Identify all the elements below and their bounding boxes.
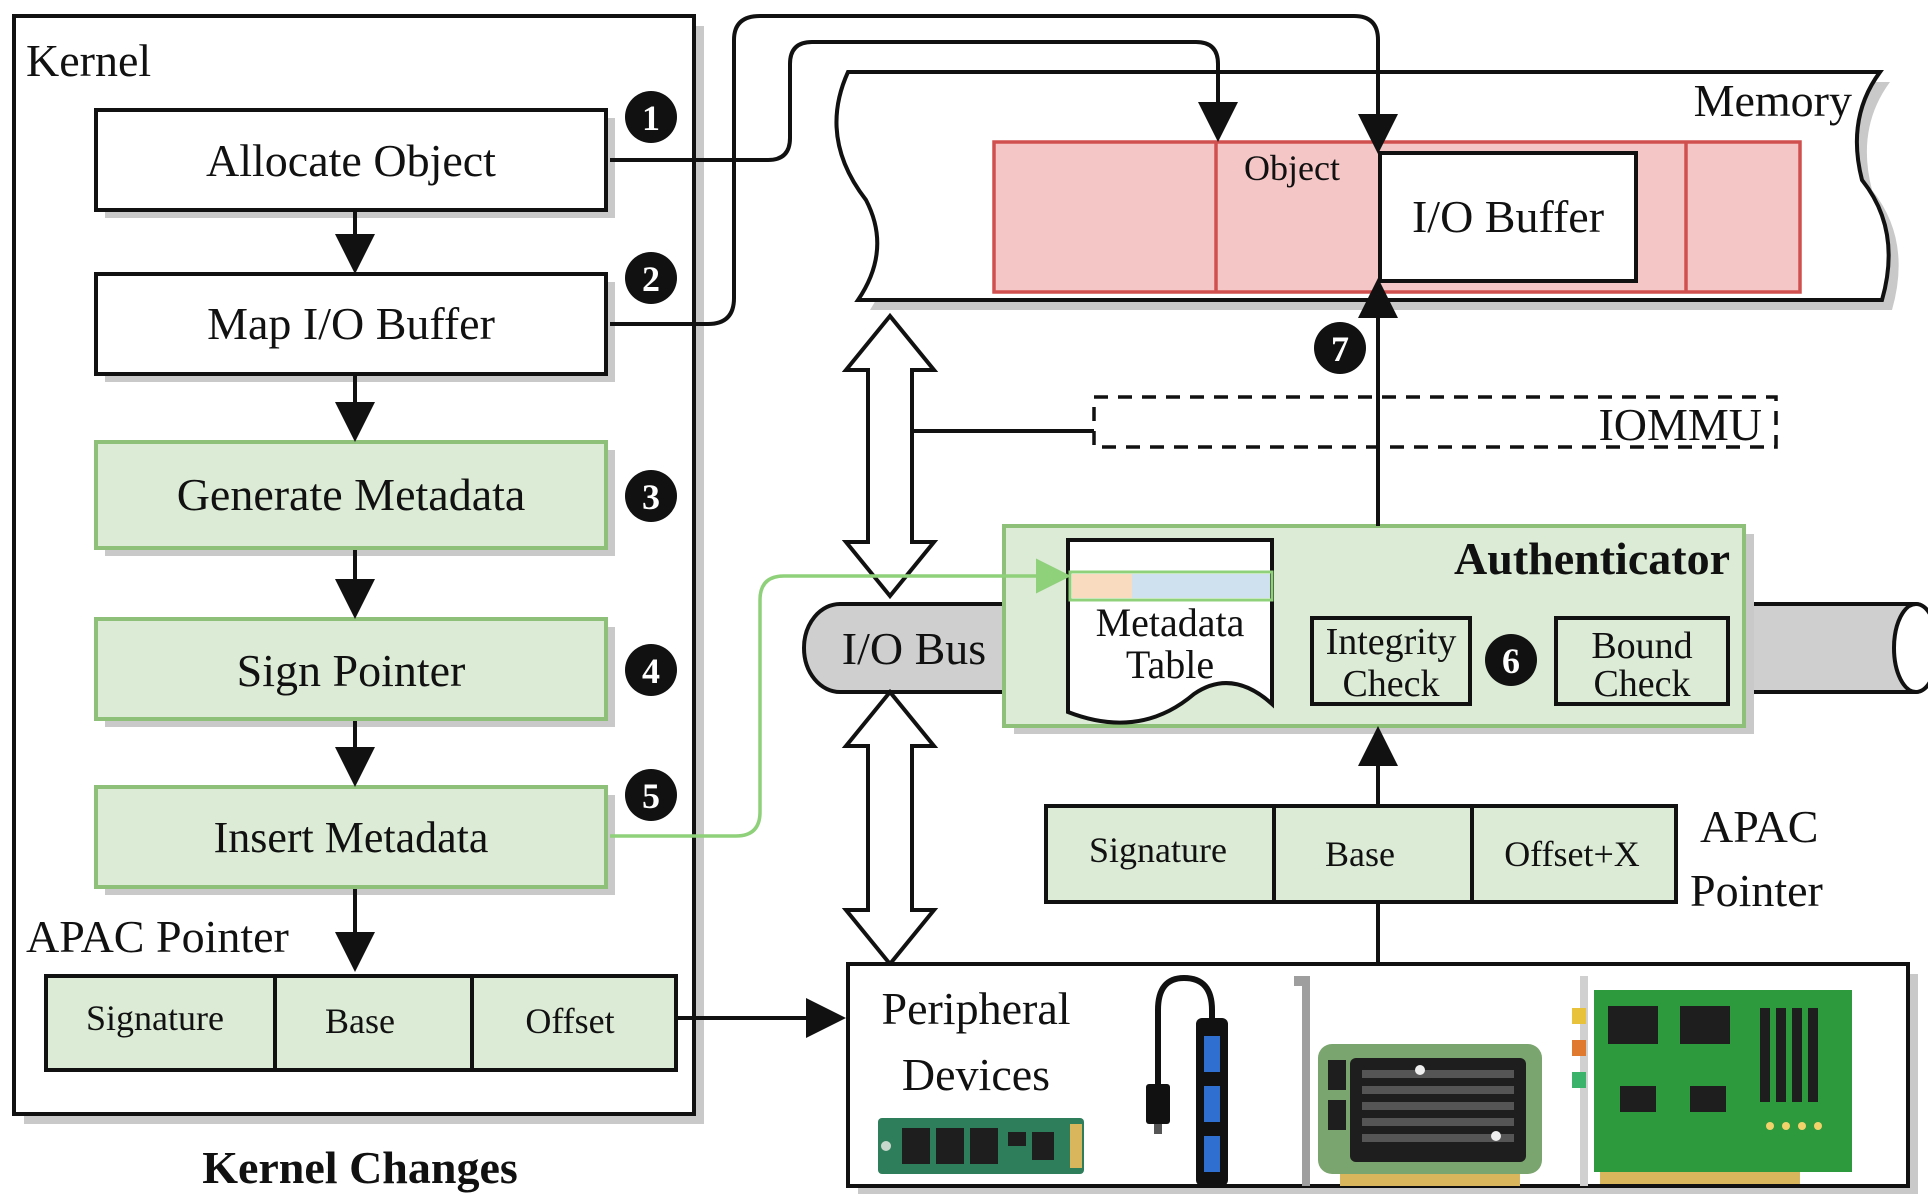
step-generate-metadata: Generate Metadata: [94, 440, 615, 556]
metadata-table-line2: Table: [1126, 642, 1214, 687]
kernel-pointer-title: APAC Pointer: [26, 911, 289, 962]
step-label: Allocate Object: [206, 135, 496, 186]
memory-io-buffer: [1378, 151, 1638, 283]
right-apac-pointer: Signature Base Offset+X: [1044, 804, 1678, 904]
step-insert-metadata: Insert Metadata: [94, 785, 615, 895]
peripheral-title-line1: Peripheral: [881, 983, 1070, 1034]
svg-text:4: 4: [642, 651, 660, 691]
insert-metadata-arrow: [610, 558, 1071, 838]
integrity-check: Integrity Check: [1310, 616, 1472, 706]
svg-text:1: 1: [642, 98, 660, 138]
step-sign-pointer: Sign Pointer: [94, 617, 615, 727]
pointer-field-signature: Signature: [86, 998, 224, 1038]
step-badge-3: 3: [625, 470, 677, 522]
usb-hub-icon: [1146, 974, 1228, 1186]
kernel-changes-caption: Kernel Changes: [202, 1142, 518, 1193]
memory-object-label: Object: [1244, 148, 1340, 188]
iommu-block: IOMMU: [877, 395, 1778, 450]
svg-text:Bound: Bound: [1591, 625, 1692, 667]
iommu-label: IOMMU: [1598, 399, 1762, 450]
svg-text:2: 2: [642, 259, 660, 299]
pointer-field-offset-x: Offset+X: [1504, 834, 1640, 874]
pointer-field-offset: Offset: [525, 1001, 614, 1041]
step-badge-4: 4: [625, 644, 677, 696]
pointer-field-base: Base: [1325, 834, 1395, 874]
bound-check: Bound Check: [1554, 616, 1730, 706]
right-pointer-title-line2: Pointer: [1690, 865, 1823, 916]
bus-peripheral-double-arrow: [841, 688, 939, 968]
authenticator-block: Authenticator Metadata Table Integrity C…: [1002, 524, 1754, 734]
authenticator-to-buffer-arrow: 7: [1314, 278, 1398, 526]
svg-text:Integrity: Integrity: [1326, 621, 1457, 663]
pointer-field-signature: Signature: [1089, 830, 1227, 870]
svg-text:3: 3: [642, 477, 660, 517]
kernel-apac-pointer: Signature Base Offset: [44, 974, 678, 1072]
pointer-field-base: Base: [325, 1001, 395, 1041]
svg-text:Check: Check: [1342, 663, 1439, 705]
svg-text:5: 5: [642, 776, 660, 816]
svg-text:Check: Check: [1593, 663, 1690, 705]
io-bus-label: I/O Bus: [842, 623, 986, 674]
kernel-title: Kernel: [26, 35, 151, 86]
svg-text:7: 7: [1331, 329, 1349, 369]
allocate-to-object-arrow: [610, 40, 1238, 162]
map-to-buffer-arrow: [610, 14, 1398, 326]
right-pointer-title-line1: APAC: [1700, 801, 1818, 852]
step-label: Insert Metadata: [214, 813, 489, 862]
pcie-card-icon: [1572, 976, 1852, 1186]
memory-io-buffer-label: I/O Buffer: [1412, 191, 1604, 242]
memory-title: Memory: [1694, 75, 1852, 126]
step-badge-1: 1: [625, 91, 677, 143]
metadata-table: Metadata Table: [1066, 538, 1274, 725]
step-label: Map I/O Buffer: [207, 298, 495, 349]
step-label: Generate Metadata: [177, 469, 526, 520]
step-badge-5: 5: [625, 769, 677, 821]
memory-block: Memory Object I/O Buffer: [834, 70, 1899, 310]
gpu-card-icon: [1294, 976, 1542, 1186]
ssd-icon: [878, 1118, 1084, 1174]
authenticator-title: Authenticator: [1454, 533, 1730, 584]
peripheral-title-line2: Devices: [902, 1049, 1050, 1100]
step-map-io-buffer: Map I/O Buffer: [94, 272, 615, 382]
step-label: Sign Pointer: [237, 645, 466, 696]
step-badge-2: 2: [625, 252, 677, 304]
svg-text:6: 6: [1502, 641, 1520, 681]
step-allocate-object: Allocate Object: [94, 108, 615, 218]
memory-bus-double-arrow: [841, 312, 939, 600]
metadata-table-line1: Metadata: [1096, 600, 1245, 645]
step-badge-6: 6: [1485, 634, 1537, 686]
